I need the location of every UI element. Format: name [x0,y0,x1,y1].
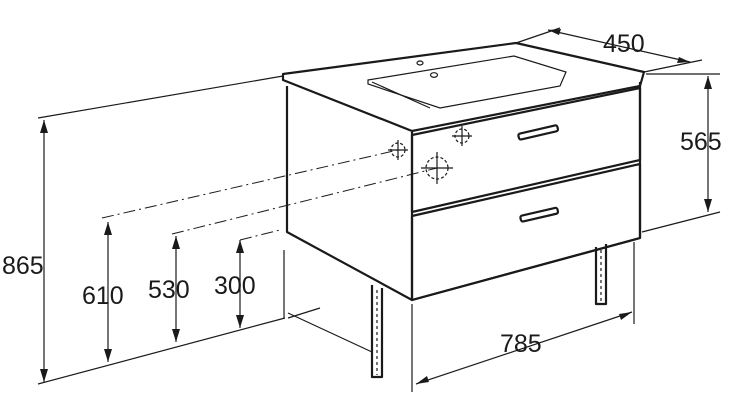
dimension-785: 785 [411,242,635,392]
dimension-300: 300 [214,240,256,328]
dimension-565: 565 [641,73,722,233]
dimension-865: 865 [2,75,286,385]
leg-front [370,285,384,379]
leg-back [594,244,608,306]
label-865: 865 [2,252,44,280]
lower-drawer [410,162,642,302]
label-300: 300 [214,272,256,300]
outlet-centre-lines [101,149,438,241]
dimension-450: 450 [515,27,703,73]
floor-lines [283,250,373,353]
upper-drawer [410,86,642,214]
label-530: 530 [148,276,190,304]
dimension-610: 610 [82,222,124,362]
dimension-530: 530 [148,236,190,342]
outlet-symbol-2 [452,126,472,146]
lower-drawer-handle [519,206,560,223]
cabinet-body [285,82,642,302]
upper-drawer-handle [517,124,560,141]
label-610: 610 [82,282,124,310]
basin-top [281,41,646,133]
label-785: 785 [500,330,542,358]
label-450: 450 [603,30,645,58]
label-565: 565 [680,128,722,156]
